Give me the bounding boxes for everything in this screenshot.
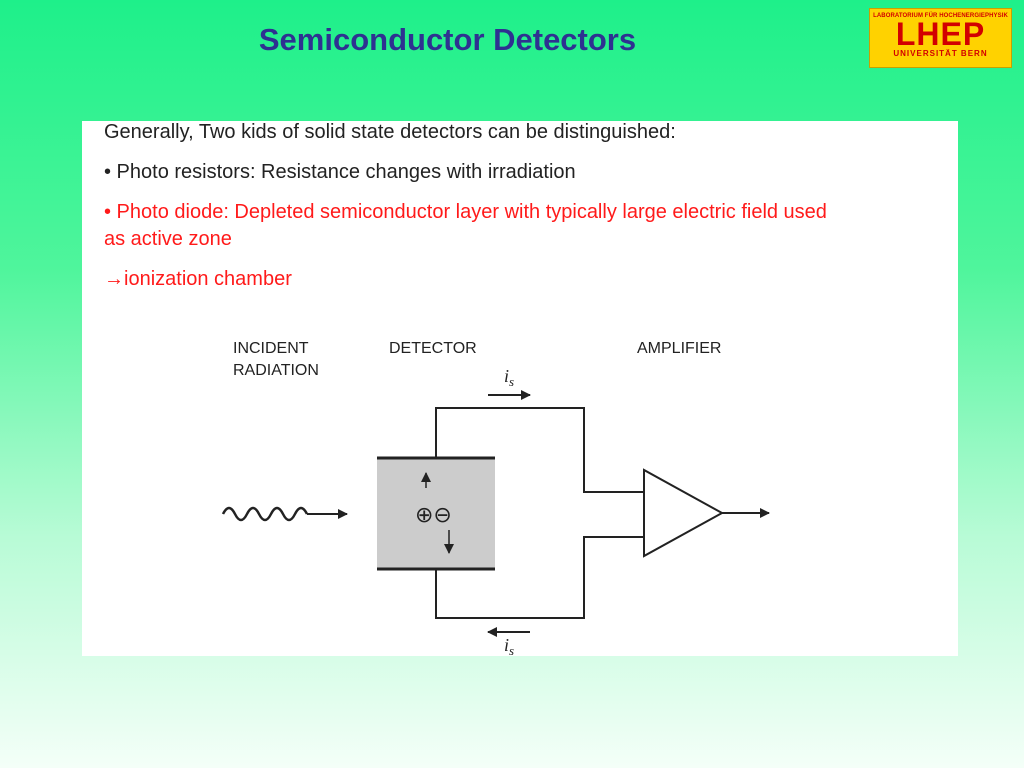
- incident-label-line2: RADIATION: [233, 362, 319, 379]
- lhep-logo: LABORATORIUM FÜR HOCHENERGIEPHYSIK LHEP …: [869, 8, 1012, 68]
- amplifier-triangle: [643, 468, 725, 558]
- content-panel: Generally, Two kids of solid state detec…: [82, 121, 958, 656]
- amplifier-label: AMPLIFIER: [637, 340, 721, 357]
- result-text: ionization chamber: [124, 268, 292, 290]
- lower-wire: [435, 536, 644, 619]
- logo-top-text: LABORATORIUM FÜR HOCHENERGIEPHYSIK: [873, 13, 1008, 19]
- bullet-photo-resistors: • Photo resistors: Resistance changes wi…: [104, 161, 576, 183]
- bullet-photo-diode-cont: as active zone: [104, 228, 232, 250]
- slide-title: Semiconductor Detectors: [258, 22, 637, 57]
- detector-diagram: INCIDENT RADIATION DETECTOR AMPLIFIER ⊕⊖…: [221, 340, 770, 656]
- incident-label-line1: INCIDENT: [233, 340, 309, 357]
- logo-main-text: LHEP: [895, 16, 986, 52]
- radiation-wave: [221, 506, 309, 522]
- intro-text: Generally, Two kids of solid state detec…: [104, 121, 676, 143]
- arrow-icon: →: [104, 268, 124, 290]
- result-line: →ionization chamber: [104, 268, 292, 291]
- charge-pair-icon: ⊕⊖: [415, 503, 452, 528]
- upper-wire: [435, 407, 644, 493]
- logo-bottom-text: UNIVERSITÄT BERN: [893, 49, 988, 58]
- detector-block: [377, 458, 495, 569]
- detector-label: DETECTOR: [389, 340, 477, 357]
- current-label-bottom: is: [504, 635, 514, 656]
- current-label-top: is: [504, 366, 514, 389]
- bullet-photo-diode: • Photo diode: Depleted semiconductor la…: [104, 201, 827, 223]
